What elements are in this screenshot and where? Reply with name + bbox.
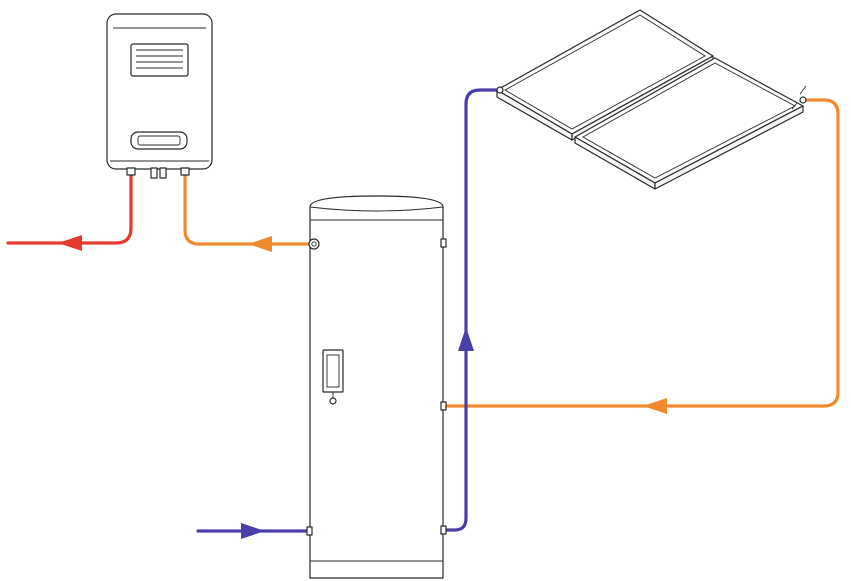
- tank-to-heater-arrow: [248, 236, 272, 252]
- tank-upper-port: [308, 238, 320, 250]
- water-heater: [106, 13, 213, 179]
- water-heater-vent-grille: [130, 43, 189, 77]
- tank-to-heater-pipe: [183, 170, 310, 246]
- tank-to-collector-arrow: [458, 327, 474, 351]
- collector-return-pipe: [443, 98, 840, 408]
- hot-outlet-pipe: [6, 170, 133, 245]
- water-heater-display-panel: [130, 131, 188, 150]
- collector-return-arrow: [643, 398, 667, 414]
- flow-arrows: [58, 235, 667, 539]
- tank-to-collector-pipe: [443, 88, 499, 532]
- storage-tank: [306, 195, 447, 579]
- cold-inlet-arrow: [241, 523, 265, 539]
- solar-collector: [496, 9, 807, 190]
- hot-outlet-arrow: [58, 235, 82, 251]
- tank-access-panel: [322, 349, 344, 393]
